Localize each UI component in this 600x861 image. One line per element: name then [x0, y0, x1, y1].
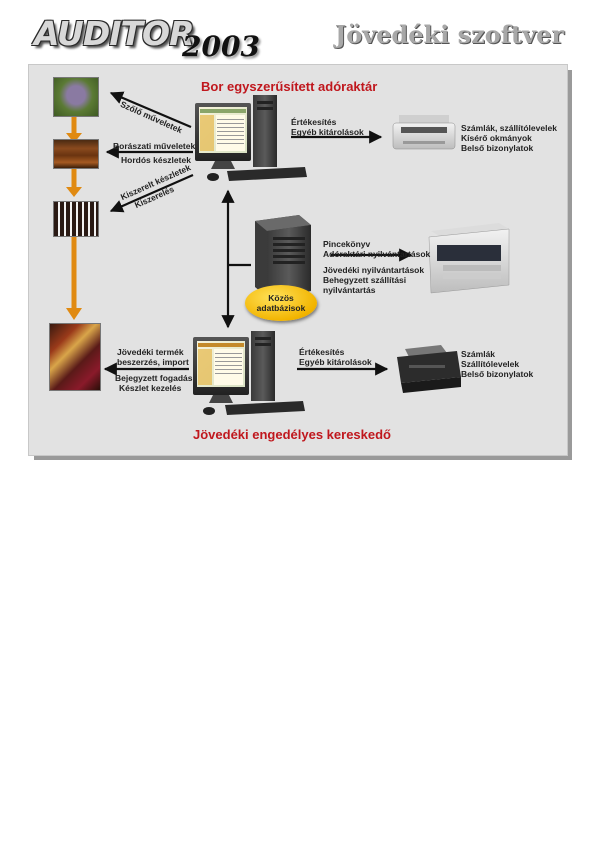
label-excise-goods-2: beszerzés, import: [117, 357, 189, 367]
label-top-sales-2: Egyéb kitárolások: [291, 127, 364, 137]
wine-bottles-image: [53, 201, 99, 237]
bottled-products-image: [49, 323, 101, 391]
label-bottom-sales-1: Értékesítés: [299, 347, 345, 357]
label-cellar-book: Pincekönyv: [323, 239, 371, 249]
bottom-computer: [193, 331, 305, 415]
logo-text: AUDITOR: [34, 14, 194, 53]
label-shared-db-2: adatbázisok: [256, 303, 306, 313]
label-top-docs-1: Számlák, szállítólevelek: [461, 123, 557, 133]
data-flow-arrows: [103, 91, 413, 376]
warehouse-title: Bor egyszerűsített adóraktár: [201, 79, 378, 94]
logo-year: 2003: [182, 30, 260, 63]
label-winery-ops: Borászati műveletek: [113, 141, 196, 151]
label-excise-goods-1: Jövedéki termék: [117, 347, 184, 357]
label-barrel-stock: Hordós készletek: [121, 155, 191, 165]
top-computer: [195, 95, 307, 181]
label-stock-mgmt: Készlet kezelés: [119, 383, 182, 393]
label-bottom-docs-1: Számlák: [461, 349, 496, 359]
label-top-sales-1: Értékesítés: [291, 117, 337, 127]
shared-database-badge: Közös adatbázisok: [245, 285, 317, 321]
label-bottom-sales-2: Egyéb kitárolások: [299, 357, 372, 367]
label-top-docs-3: Belső bizonylatok: [461, 143, 534, 153]
grapes-image: [53, 77, 99, 117]
label-bottom-docs-2: Szállítólevelek: [461, 359, 520, 369]
production-flow-arrows: [66, 117, 82, 320]
label-registered-1: Behegyzett szállítási: [323, 275, 407, 285]
trader-title: Jövedéki engedélyes kereskedő: [193, 427, 392, 442]
diagram-graphics: [66, 91, 510, 415]
wine-barrel-image: [53, 139, 99, 169]
label-shared-db-1: Közös: [268, 293, 294, 303]
multifunction-copier: [428, 223, 510, 294]
label-bottom-docs-3: Belső bizonylatok: [461, 369, 534, 379]
label-registered-2: nyilvántartás: [323, 285, 376, 295]
label-receipt: Bejegyzett fogadás: [115, 373, 193, 383]
inkjet-printer: [397, 345, 461, 393]
label-excise-records: Jövedéki nyilvántartások: [323, 265, 425, 275]
page-title: Jövedéki szoftver: [334, 20, 564, 49]
server-tower: [255, 215, 311, 297]
auditor-logo: AUDITOR 2003: [34, 14, 264, 63]
dot-matrix-printer: [392, 115, 456, 150]
label-top-docs-2: Kísérő okmányok: [461, 133, 532, 143]
diagram-panel: Bor egyszerűsített adóraktár Jövedéki en…: [28, 64, 568, 456]
label-warehouse-records: Adóraktári nyilvántartások: [323, 249, 431, 259]
